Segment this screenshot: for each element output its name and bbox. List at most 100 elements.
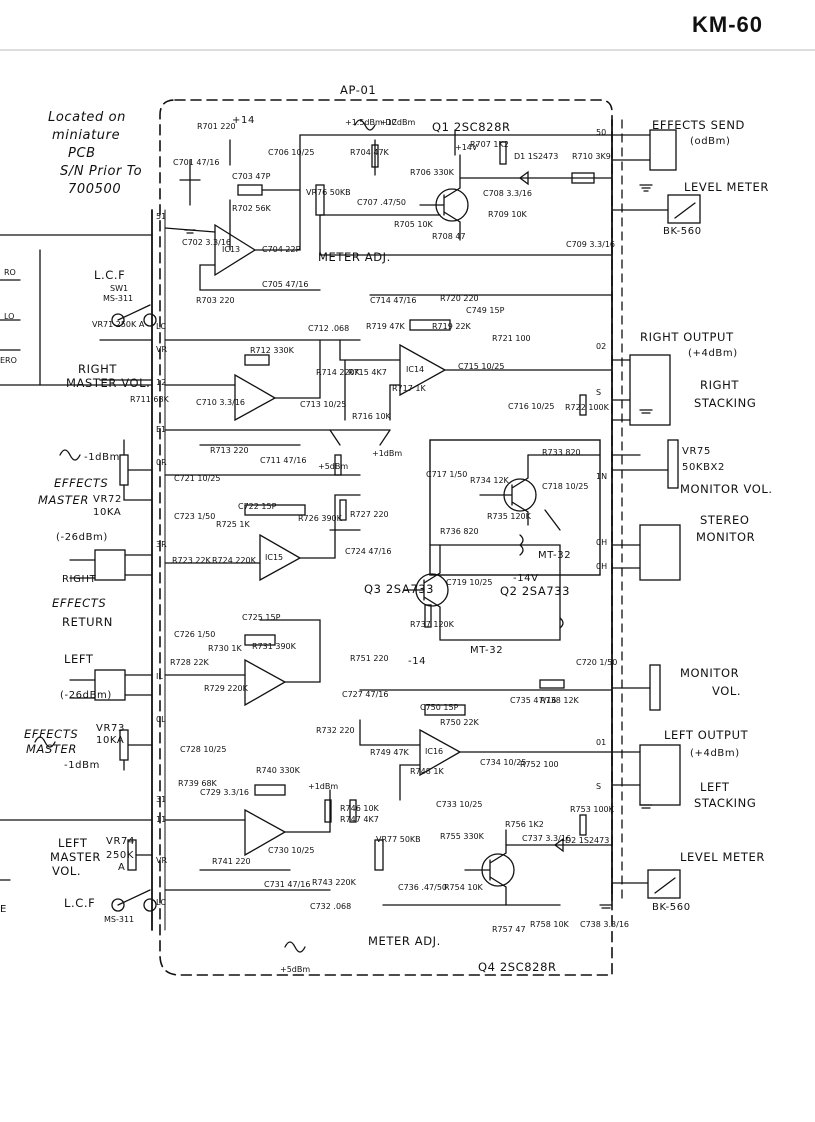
ic15-symbol	[259, 533, 302, 582]
component-label: C713 10/25	[300, 400, 347, 409]
component-label: C703 47P	[232, 172, 271, 181]
right-master-vol-1: RIGHT	[78, 362, 117, 376]
component-label: C706 10/25	[268, 148, 315, 157]
left-input-level: (-26dBm)	[60, 690, 112, 701]
meter-adj-bottom: METER ADJ.	[368, 934, 441, 948]
note-line-4: S/N Prior To	[60, 164, 143, 179]
component-label: C730 10/25	[268, 846, 315, 855]
note-line-3: PCB	[68, 146, 96, 161]
pin: 11	[156, 815, 167, 824]
mt32-upper: MT-32	[538, 550, 572, 561]
right-output-label: RIGHT OUTPUT	[640, 330, 734, 344]
monitor-vol-lower-1: MONITOR	[680, 666, 740, 680]
component-label: C724 47/16	[345, 547, 392, 556]
pin: 1N	[596, 472, 608, 481]
left-output-level: (+4dBm)	[690, 748, 740, 759]
component-label: C720 1/50	[576, 658, 618, 667]
component-label: C708 3.3/16	[483, 189, 532, 198]
pin: 12	[156, 378, 167, 387]
component-label: C734 10/25	[480, 758, 527, 767]
component-label: R715 4K7	[348, 368, 387, 377]
effects-master-l-2: MASTER	[26, 742, 77, 756]
pin: 0R	[156, 458, 167, 467]
left-master-vol-1: LEFT	[58, 836, 88, 850]
component-label: C721 10/25	[174, 474, 221, 483]
component-label: C722 15P	[238, 502, 277, 511]
component-label: C710 3.3/16	[196, 398, 245, 407]
left-master-pot-3: A	[118, 862, 126, 873]
component-label: R748 1K	[410, 767, 444, 776]
component-label: R725 1K	[216, 520, 250, 529]
meter-bottom-model: BK-560	[652, 902, 691, 913]
left-master-vol-3: VOL.	[52, 864, 82, 878]
component-label: VR77 50KB	[376, 835, 421, 844]
pin: LC	[156, 898, 167, 907]
component-label: R751 220	[350, 654, 389, 663]
mt32-lower: MT-32	[470, 645, 504, 656]
left-master-pot-1: VR74	[106, 836, 135, 847]
rail-neg: -14	[408, 656, 427, 667]
effects-send-level: (odBm)	[690, 136, 731, 147]
effects-master-r-level: -1dBm	[84, 452, 120, 463]
pin: E1	[156, 425, 167, 434]
left-stacking-line-1: LEFT	[700, 780, 730, 794]
component-label: C701 47/16	[173, 158, 220, 167]
note-line-2: miniature	[52, 128, 121, 143]
right-output-level: (+4dBm)	[688, 348, 738, 359]
component-label: R738 12K	[540, 696, 579, 705]
pin: S	[596, 782, 602, 791]
right-stacking-line-1: RIGHT	[700, 378, 739, 392]
component-label: C732 .068	[310, 902, 352, 911]
component-label: R727 220	[350, 510, 389, 519]
q2-label: Q2 2SA733	[500, 584, 571, 598]
component-label: C738 3.3/16	[580, 920, 629, 929]
effects-return-level: (-26dBm)	[56, 532, 108, 543]
q1-label: Q1 2SC828R	[432, 120, 511, 134]
component-label: C728 10/25	[180, 745, 227, 754]
component-label: C735 47/16	[510, 696, 557, 705]
effects-send-label: EFFECTS SEND	[652, 118, 745, 132]
ic14-label: IC14	[406, 365, 425, 374]
component-label: R758 10K	[530, 920, 569, 929]
effects-master-r-2: MASTER	[38, 493, 89, 507]
lcf-bottom-switch: MS-311	[104, 915, 135, 924]
component-label: C727 47/16	[342, 690, 389, 699]
component-label: R723 22K	[172, 556, 211, 565]
rail-neg14v: -14V	[513, 573, 539, 584]
component-label: R707 1K2	[470, 140, 509, 149]
component-label: C718 10/25	[542, 482, 589, 491]
ic13-symbol	[214, 223, 257, 277]
stereo-monitor-line-2: MONITOR	[696, 530, 756, 544]
effects-send-jack	[649, 129, 677, 171]
level-5dbm: +5dBm	[318, 462, 349, 471]
note-line-1: Located on	[48, 110, 126, 125]
component-label: R721 100	[492, 334, 531, 343]
component-label: R735 120K	[487, 512, 531, 521]
component-label: R756 1K2	[505, 820, 544, 829]
stereo-monitor-jack	[639, 524, 681, 581]
lcf-top-label: L.C.F	[94, 268, 126, 282]
component-label: R708 47	[432, 232, 466, 241]
component-label: C725 15P	[242, 613, 281, 622]
edge-label-ero: ERO	[0, 356, 17, 365]
left-input-label: LEFT	[64, 652, 94, 666]
component-label: C749 15P	[466, 306, 505, 315]
component-label: R741 220	[212, 857, 251, 866]
component-label: C737 3.3/16	[522, 834, 571, 843]
component-label: R730 1K	[208, 644, 242, 653]
component-label: C731 47/16	[264, 880, 311, 889]
component-label: R743 220K	[312, 878, 356, 887]
meter-top-model: BK-560	[663, 226, 702, 237]
level-12dbm: +12dBm	[380, 118, 416, 127]
component-label: R706 330K	[410, 168, 454, 177]
left-output-jack	[639, 744, 681, 806]
ic14-symbol	[399, 343, 447, 397]
component-label: D1 1S2473	[514, 152, 559, 161]
monitor-amp-box	[429, 439, 601, 576]
component-label: C736 .47/50	[398, 883, 447, 892]
component-label: R736 820	[440, 527, 479, 536]
level-1dbm-a: +1dBm	[372, 449, 403, 458]
component-label: R716 10K	[352, 412, 391, 421]
left-output-label: LEFT OUTPUT	[664, 728, 749, 742]
